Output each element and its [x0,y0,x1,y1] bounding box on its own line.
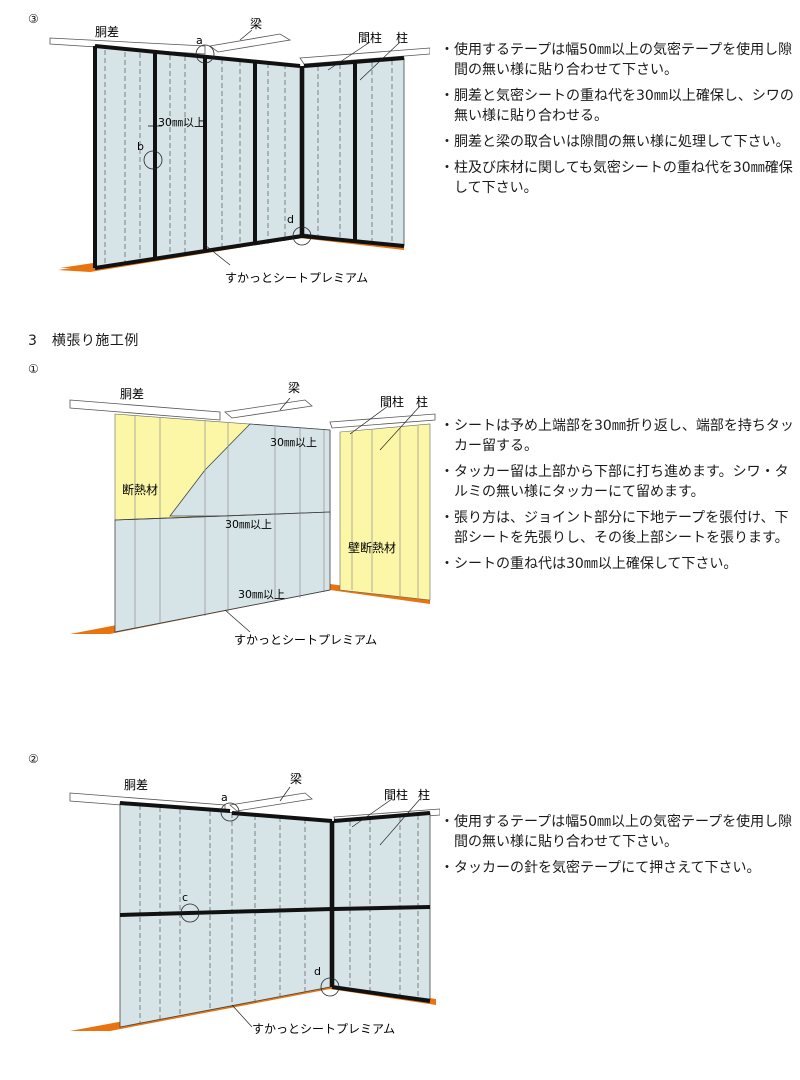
label-b: b [137,140,144,153]
diagram-vertical-install: 胴差 梁 間柱 柱 a b d 30㎜以上 すかっとシートプレミアム [49,16,430,285]
detail-circle-d [320,977,340,997]
airtight-tape [93,44,405,270]
label-wall-insulation: 壁断熱材 [348,540,396,555]
sheet-bottom-edge [114,589,331,633]
note-item: ・張り方は、ジョイント部分に下地テープを張付け、下部シートを先張りし、その後上部… [440,510,789,546]
label-d: d [314,965,321,978]
label-insulation: 断熱材 [122,482,158,497]
detail-circle-d [292,226,312,246]
label-dousa: 胴差 [120,387,144,401]
note-item: ・胴差と梁の取合いは隙間の無い様に処理して下さい。 [440,134,790,150]
leader-lines [204,29,401,266]
label-dousa: 胴差 [95,25,119,39]
label-overlap-mid: 30㎜以上 [225,518,272,531]
notes-section3: ・使用するテープは幅50㎜以上の気密テープを使用し隙間の無い様に貼り合わせて下さ… [440,812,800,884]
detail-circle-a [195,44,215,64]
studs-left [134,416,325,628]
sheet-overlap-line [114,511,331,521]
section-marker-1: ① [28,362,39,376]
diagram-horizontal-install: 胴差 梁 間柱 柱 断熱材 壁断熱材 30㎜以上 30㎜以上 30㎜以上 すかっ… [69,380,436,647]
section-marker-2: ② [28,752,39,766]
label-overlap: 30㎜以上 [158,116,205,129]
airtight-tape [119,801,431,1003]
dousa-beam [69,399,221,421]
leader-lines [224,397,421,633]
note-item: ・タッカー留は上部から下部に打ち進めます。シワ・タルミの無い様にタッカーにて留め… [440,464,789,500]
label-mabashira: 間柱 [358,30,382,45]
dousa-beam-right [329,413,436,429]
label-d: d [287,213,294,226]
dousa-beam-right [299,47,430,65]
label-dousa: 胴差 [124,778,148,792]
stud-dashes-right [317,60,393,244]
hari-beam [229,792,313,812]
hari-beam [224,399,313,419]
note-item: ・柱及び床材に関しても気密シートの重ね代を30㎜確保して下さい。 [440,160,793,196]
detail-circle-b [143,150,163,170]
label-mabashira: 間柱 [380,394,404,409]
leader-lines [231,786,421,1028]
label-a: a [196,34,203,47]
label-product: すかっとシートプレミアム [234,633,377,647]
label-product: すかっとシートプレミアム [252,1022,395,1036]
label-mabashira: 間柱 [384,787,408,802]
dousa-beam [49,37,206,55]
label-hari: 梁 [290,771,302,786]
label-overlap-top: 30㎜以上 [270,436,317,449]
stud-dashes-left [104,50,286,264]
note-item: ・シートの重ね代は30㎜以上確保して下さい。 [440,556,738,572]
sheet-lower [114,511,331,633]
label-hashira: 柱 [418,787,430,802]
label-c: c [182,891,188,904]
label-hari: 梁 [288,380,300,395]
sheet-left-wall [94,45,301,269]
detail-circle-a [220,802,240,822]
hari-beam [209,33,292,53]
label-overlap-bottom: 30㎜以上 [238,588,285,601]
insulation-right [339,423,431,601]
label-a: a [221,791,228,804]
diagram-horizontal-tape: 胴差 梁 間柱 柱 a c d すかっとシートプレミアム [69,771,440,1036]
label-hashira: 柱 [416,394,428,409]
label-product: すかっとシートプレミアム [225,271,368,285]
note-item: ・使用するテープは幅50㎜以上の気密テープを使用し隙間の無い様に貼り合わせて下さ… [440,42,793,78]
notes-section1: ・使用するテープは幅50㎜以上の気密テープを使用し隙間の無い様に貼り合わせて下さ… [440,40,800,204]
label-hari: 梁 [250,16,262,31]
note-item: ・胴差と気密シートの重ね代を30㎜以上確保し、シワの無い様に貼り合わせる。 [440,88,794,124]
detail-circle-c [180,903,200,923]
studs-right [351,426,419,598]
label-hashira: 柱 [396,30,408,45]
note-item: ・シートは予め上端部を30㎜折り返し、端部を持ちタッカー留する。 [440,418,794,454]
note-item: ・タッカーの針を気密テープにて押さえて下さい。 [440,860,761,876]
section-marker-3: ③ [28,12,39,26]
notes-section2: ・シートは予め上端部を30㎜折り返し、端部を持ちタッカー留する。 ・タッカー留は… [440,416,800,580]
note-item: ・使用するテープは幅50㎜以上の気密テープを使用し隙間の無い様に貼り合わせて下さ… [440,814,793,850]
section-title: 3 横張り施工例 [28,333,139,349]
